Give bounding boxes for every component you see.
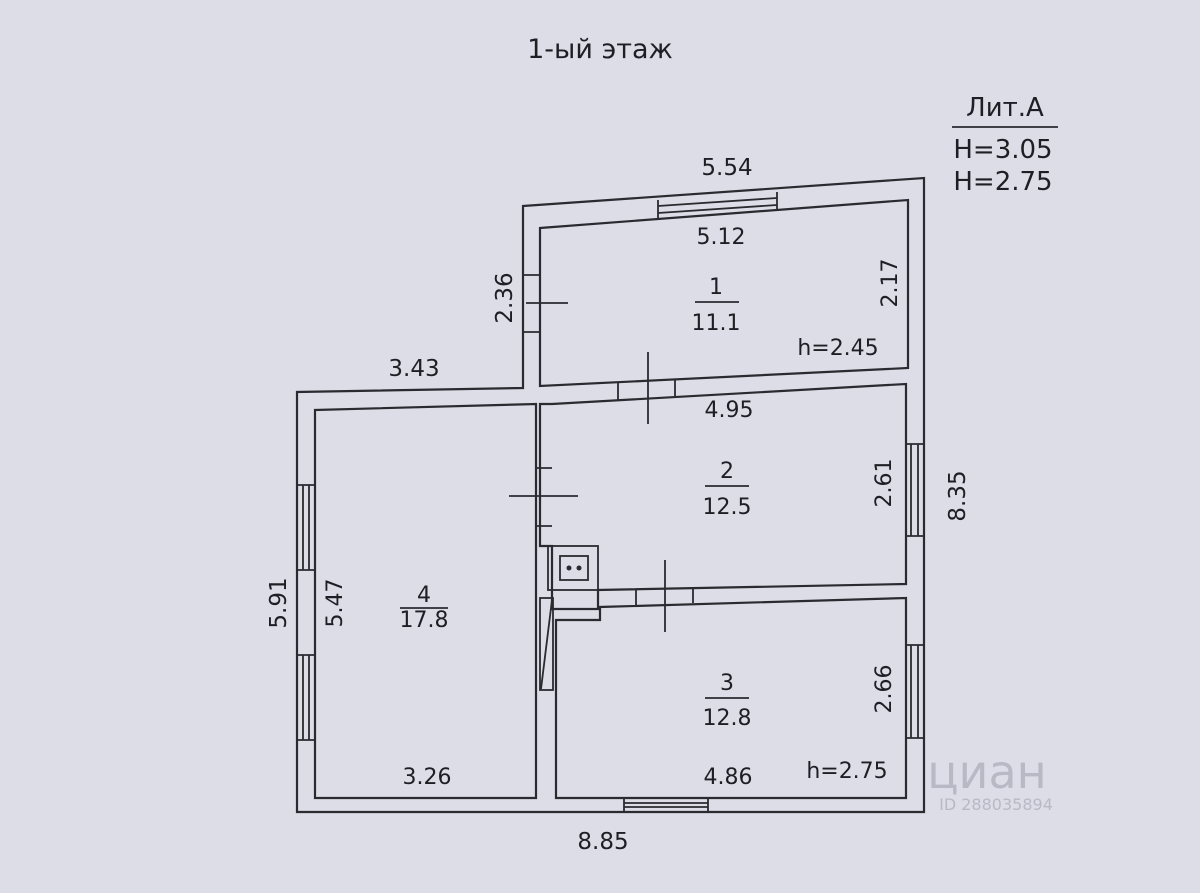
window-top — [657, 192, 778, 219]
outer-dimensions: 5.54 2.36 3.43 8.35 5.91 8.85 — [266, 155, 971, 855]
room-3-height: h=2.75 — [806, 759, 887, 784]
watermark-brand: циан — [927, 745, 1046, 799]
stove-top — [559, 555, 589, 581]
watermark-id: ID 288035894 — [939, 795, 1053, 814]
dim-outer-top: 5.54 — [701, 155, 752, 181]
room-2-depth: 2.61 — [872, 459, 897, 508]
door-room-2-3 — [635, 560, 694, 632]
dim-outer-step: 3.43 — [388, 356, 439, 382]
floor-title: 1-ый этаж — [527, 34, 673, 65]
room-2-area: 12.5 — [703, 495, 752, 520]
room-4: 5.47 4 17.8 3.26 — [323, 579, 451, 790]
room-1-height: h=2.45 — [797, 336, 878, 361]
legend-lit: Лит.А — [966, 93, 1044, 123]
room-1-number: 1 — [709, 275, 723, 300]
room-1-area: 11.1 — [692, 311, 741, 336]
dim-outer-right: 8.35 — [945, 470, 971, 521]
room-1-depth: 2.17 — [878, 259, 903, 308]
dim-outer-bottom: 8.85 — [577, 829, 628, 855]
door-room-2-4 — [509, 467, 578, 527]
window-bottom — [623, 798, 709, 812]
outer-wall — [295, 176, 926, 814]
room-4-outline — [313, 402, 538, 800]
dim-outer-left-top: 2.36 — [492, 272, 518, 323]
watermark: циан ID 288035894 — [927, 745, 1053, 814]
door-entry — [523, 274, 568, 333]
walls — [295, 176, 926, 814]
stove — [539, 545, 599, 691]
dim-outer-left: 5.91 — [266, 577, 292, 628]
windows — [297, 192, 924, 812]
room-3-width: 4.86 — [704, 765, 753, 790]
stove-burner-icon — [566, 565, 572, 571]
room-3: 2.66 3 12.8 4.86 h=2.75 — [703, 665, 897, 790]
room-4-area: 17.8 — [400, 608, 449, 633]
room-1-width: 5.12 — [697, 225, 746, 250]
room-3-area: 12.8 — [703, 706, 752, 731]
legend-height-inner: H=2.75 — [953, 167, 1052, 197]
window-left-upper — [297, 484, 315, 571]
room-1: 5.12 2.17 1 11.1 h=2.45 — [692, 225, 903, 361]
door-room-1-2 — [617, 352, 676, 424]
room-3-outline — [554, 596, 908, 800]
window-left-lower — [297, 654, 315, 741]
window-right-room-3 — [906, 644, 924, 739]
room-4-number: 4 — [417, 583, 431, 608]
stove-body — [547, 545, 599, 591]
room-4-depth: 5.47 — [323, 579, 348, 628]
room-2-width: 4.95 — [705, 398, 754, 423]
chimney — [539, 597, 554, 691]
doors — [509, 274, 694, 632]
room-2-number: 2 — [720, 459, 734, 484]
legend-height-outer: H=3.05 — [953, 135, 1052, 165]
room-3-number: 3 — [720, 671, 734, 696]
room-2-outline — [538, 382, 908, 611]
chimney-diagonal — [540, 599, 553, 690]
room-2: 4.95 2.61 2 12.5 — [703, 398, 897, 520]
room-1-outline — [538, 198, 910, 388]
room-4-width: 3.26 — [403, 765, 452, 790]
room-3-depth: 2.66 — [872, 665, 897, 714]
legend: Лит.А H=3.05 H=2.75 — [952, 93, 1058, 197]
stove-burner-icon — [576, 565, 582, 571]
window-right-room-2 — [906, 443, 924, 537]
